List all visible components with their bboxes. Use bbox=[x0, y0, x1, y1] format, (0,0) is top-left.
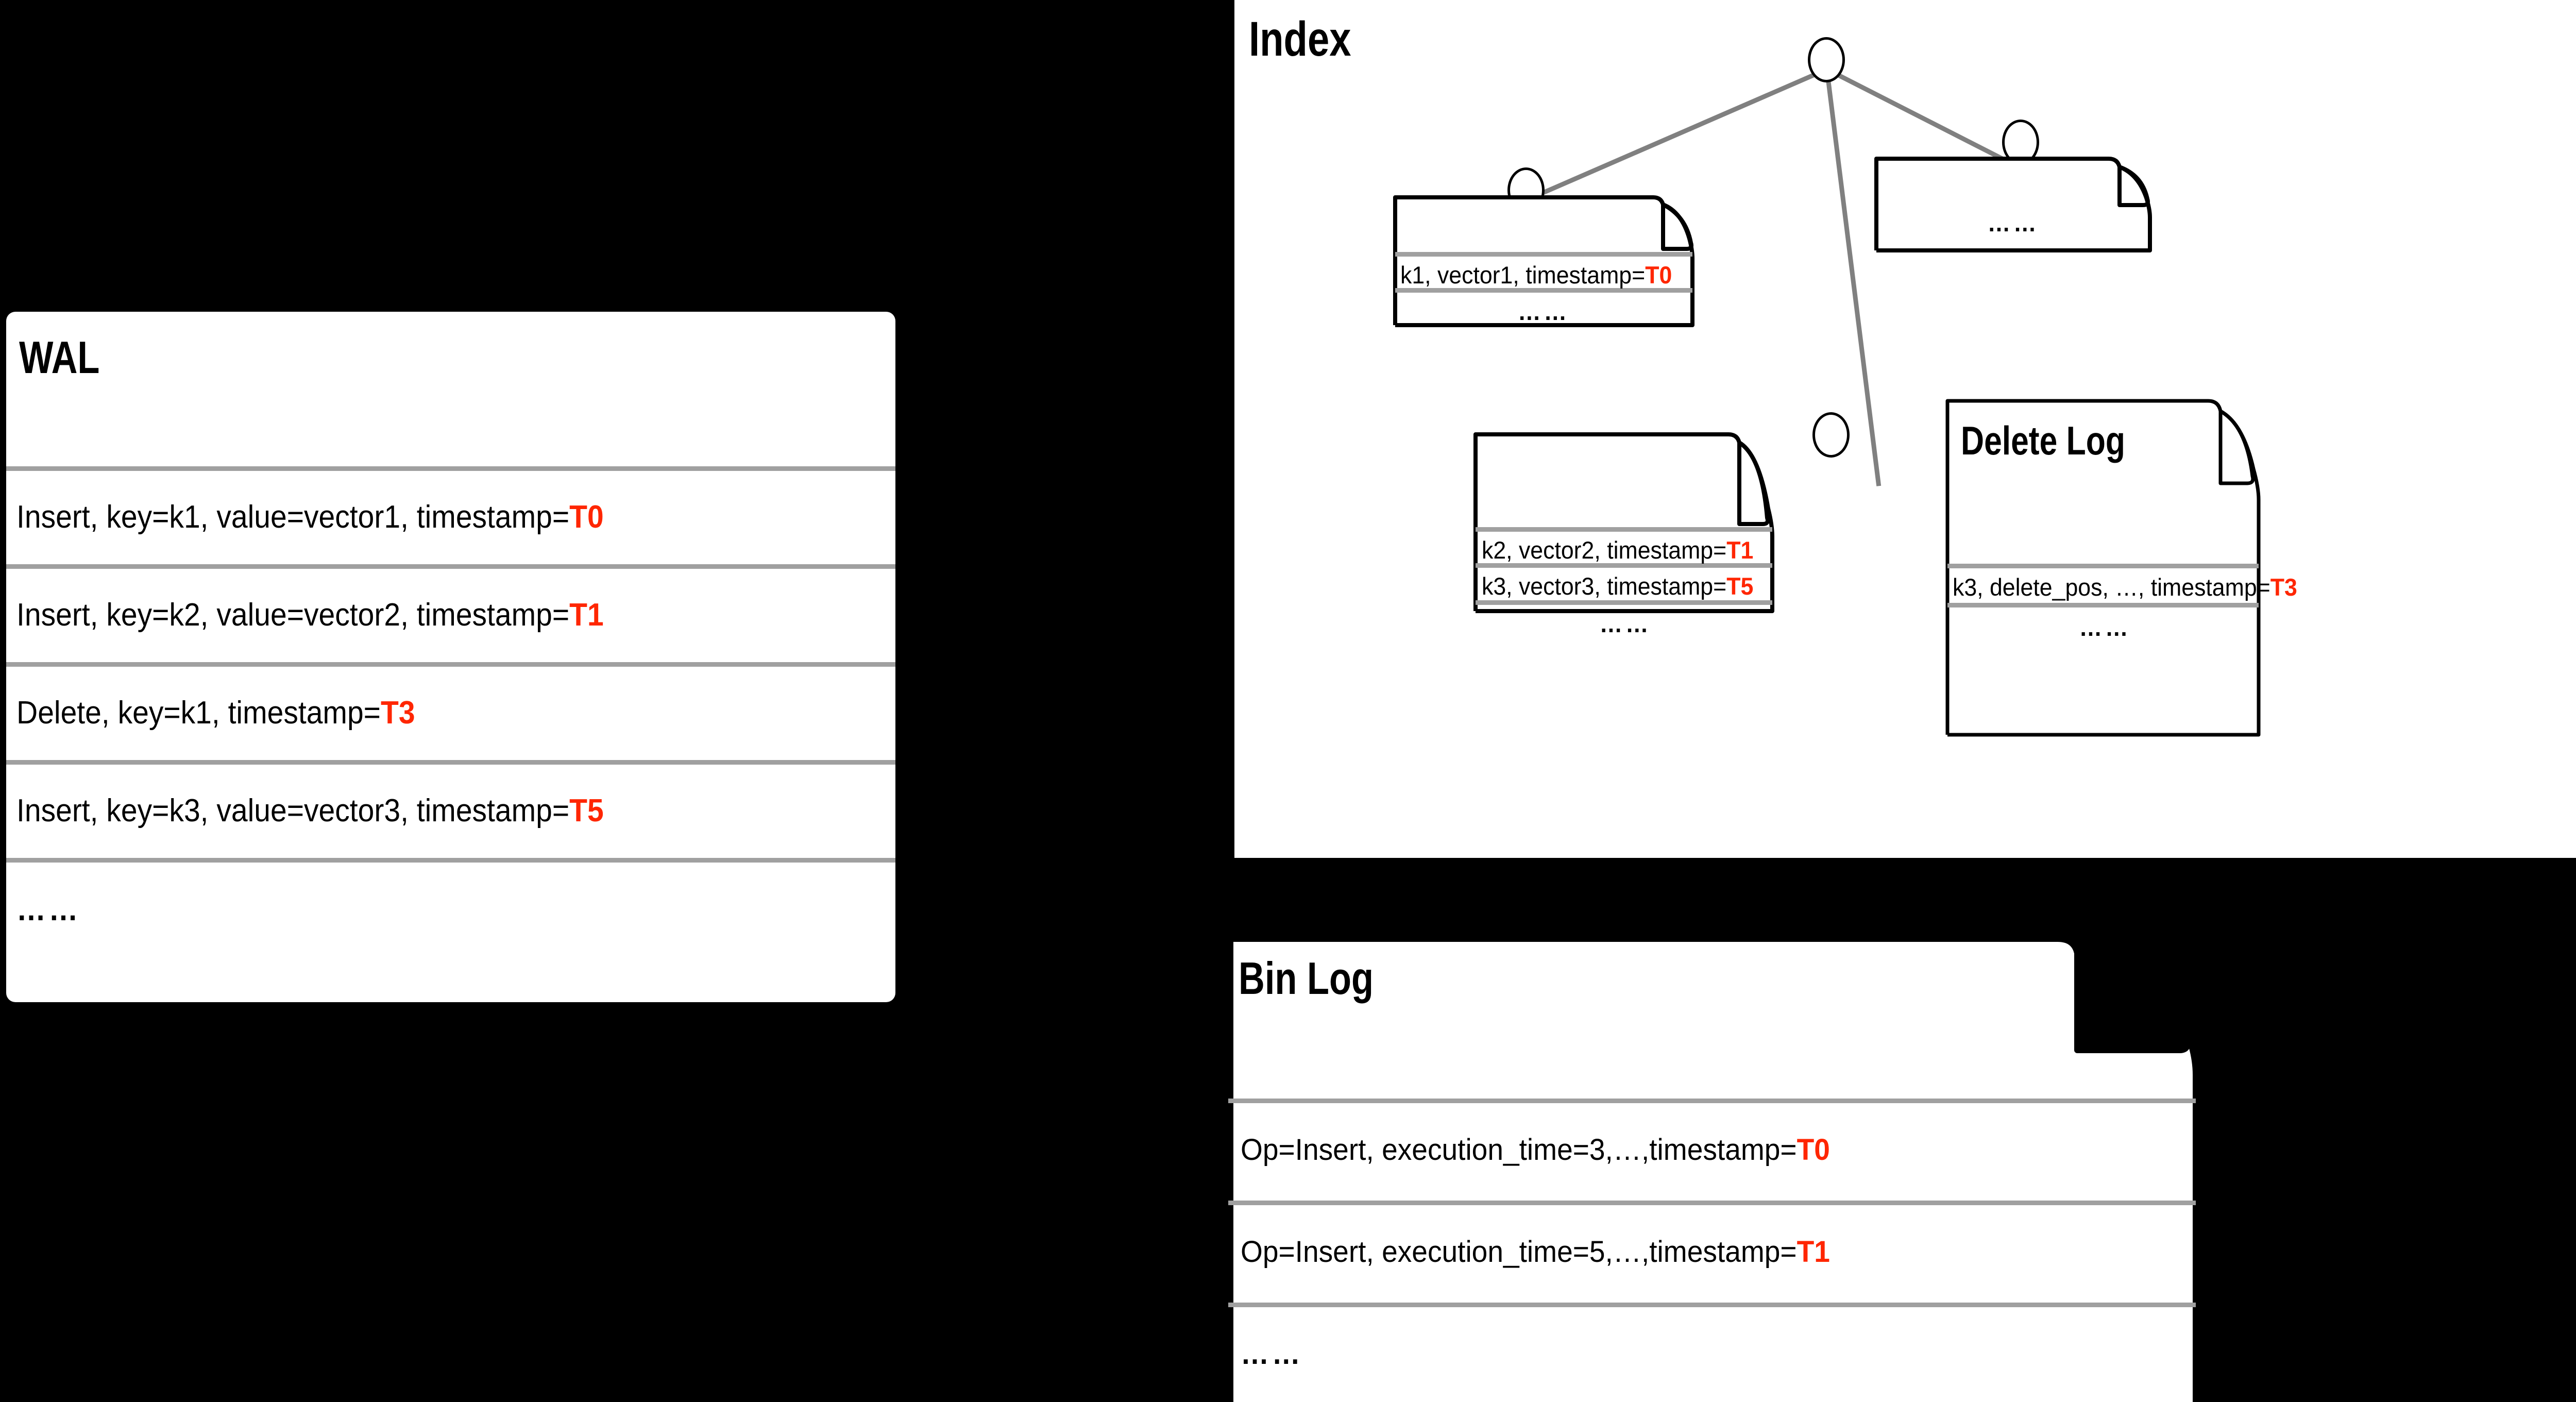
wal-title: WAL bbox=[19, 332, 100, 383]
wal-row-timestamp: T0 bbox=[569, 499, 604, 535]
wal-row-text: Insert, key=k1, value=vector1, timestamp… bbox=[16, 499, 570, 535]
index-card-row-text: k1, vector1, timestamp= bbox=[1400, 261, 1646, 289]
index-card-row: k1, vector1, timestamp=T0 bbox=[1400, 261, 1672, 289]
wal-panel: WAL Insert, key=k1, value=vector1, times… bbox=[6, 312, 895, 1002]
index-card-row: k2, vector2, timestamp=T1 bbox=[1482, 536, 1753, 564]
index-card-row-ellipsis: …… bbox=[1518, 298, 1570, 325]
card-outline bbox=[1227, 936, 2199, 1402]
index-card-row-text: k3, vector3, timestamp= bbox=[1482, 572, 1727, 600]
bin-log-divider bbox=[1228, 1201, 2196, 1205]
bin-log-row: Op=Insert, execution_time=5,…,timestamp=… bbox=[1241, 1235, 1830, 1269]
delete-log-row-text: k3, delete_pos, …, timestamp= bbox=[1953, 573, 2270, 601]
index-leaf-ellipsis: …… bbox=[1874, 155, 2153, 252]
card-divider bbox=[1947, 564, 2259, 568]
index-card-row-timestamp: T5 bbox=[1726, 572, 1754, 600]
wal-row-timestamp: T1 bbox=[569, 597, 604, 633]
bin-log-row-timestamp: T0 bbox=[1797, 1133, 1830, 1167]
wal-row: Insert, key=k1, value=vector1, timestamp… bbox=[16, 499, 604, 535]
index-card-row-ellipsis: …… bbox=[1987, 209, 2040, 237]
wal-row: Delete, key=k1, timestamp=T3 bbox=[16, 695, 415, 731]
delete-log-row-timestamp: T3 bbox=[2270, 573, 2297, 601]
index-card-row-text: k2, vector2, timestamp= bbox=[1482, 536, 1727, 564]
bin-log-panel: Bin Log Op=Insert, execution_time=3,…,ti… bbox=[1227, 933, 2225, 1402]
delete-log-card: Delete Log k3, delete_pos, …, timestamp=… bbox=[1945, 397, 2297, 737]
wal-divider bbox=[6, 564, 895, 569]
bin-log-row-text: Op=Insert, execution_time=5,…,timestamp= bbox=[1241, 1235, 1797, 1269]
card-divider bbox=[1395, 288, 1692, 293]
wal-row-text: Insert, key=k3, value=vector3, timestamp… bbox=[16, 793, 570, 829]
tree-edge-root-to-left bbox=[1533, 67, 1828, 199]
delete-log-row: k3, delete_pos, …, timestamp=T3 bbox=[1953, 573, 2297, 601]
card-divider bbox=[1395, 252, 1692, 257]
card-divider bbox=[1947, 603, 2259, 607]
middle-child-node[interactable] bbox=[1812, 412, 1850, 458]
wal-divider bbox=[6, 858, 895, 863]
bin-log-row: Op=Insert, execution_time=3,…,timestamp=… bbox=[1241, 1133, 1830, 1167]
wal-divider bbox=[6, 760, 895, 765]
bin-log-row-ellipsis: …… bbox=[1241, 1337, 1303, 1371]
delete-log-row-ellipsis: …… bbox=[2079, 614, 2131, 641]
bin-log-row-text: Op=Insert, execution_time=3,…,timestamp= bbox=[1241, 1133, 1797, 1167]
index-leaf-k1: k1, vector1, timestamp=T0 …… bbox=[1393, 193, 1694, 327]
index-card-row-ellipsis: …… bbox=[1599, 610, 1652, 637]
wal-row: Insert, key=k3, value=vector3, timestamp… bbox=[16, 792, 604, 829]
index-card-row: k3, vector3, timestamp=T5 bbox=[1482, 572, 1753, 600]
card-divider bbox=[1476, 527, 1772, 532]
wal-row: Insert, key=k2, value=vector2, timestamp… bbox=[16, 597, 604, 633]
index-card-row-timestamp: T1 bbox=[1726, 536, 1754, 564]
wal-row-ellipsis: …… bbox=[16, 892, 81, 927]
card-outline bbox=[1874, 157, 2152, 252]
index-card-row-timestamp: T0 bbox=[1645, 261, 1672, 289]
root-node[interactable] bbox=[1808, 37, 1845, 82]
wal-divider bbox=[6, 662, 895, 667]
bin-log-divider bbox=[1228, 1303, 2196, 1307]
wal-row-text: Delete, key=k1, timestamp= bbox=[16, 695, 381, 731]
index-leaf-k2-k3: k2, vector2, timestamp=T1 k3, vector3, t… bbox=[1473, 430, 1777, 637]
wal-divider bbox=[6, 466, 895, 471]
bin-log-title: Bin Log bbox=[1239, 953, 1374, 1004]
card-divider bbox=[1476, 600, 1772, 605]
index-title: Index bbox=[1249, 12, 1351, 66]
delete-log-title: Delete Log bbox=[1961, 418, 2125, 463]
tree-edge-root-to-right bbox=[1825, 67, 2012, 165]
wal-row-timestamp: T5 bbox=[569, 793, 604, 829]
wal-row-timestamp: T3 bbox=[380, 695, 415, 731]
bin-log-row-timestamp: T1 bbox=[1797, 1235, 1830, 1269]
bin-log-divider bbox=[1228, 1099, 2196, 1103]
index-panel: Index k1, vector1, timestamp=T0 …… bbox=[1234, 0, 2576, 858]
wal-row-text: Insert, key=k2, value=vector2, timestamp… bbox=[16, 597, 570, 633]
card-divider bbox=[1476, 563, 1772, 568]
